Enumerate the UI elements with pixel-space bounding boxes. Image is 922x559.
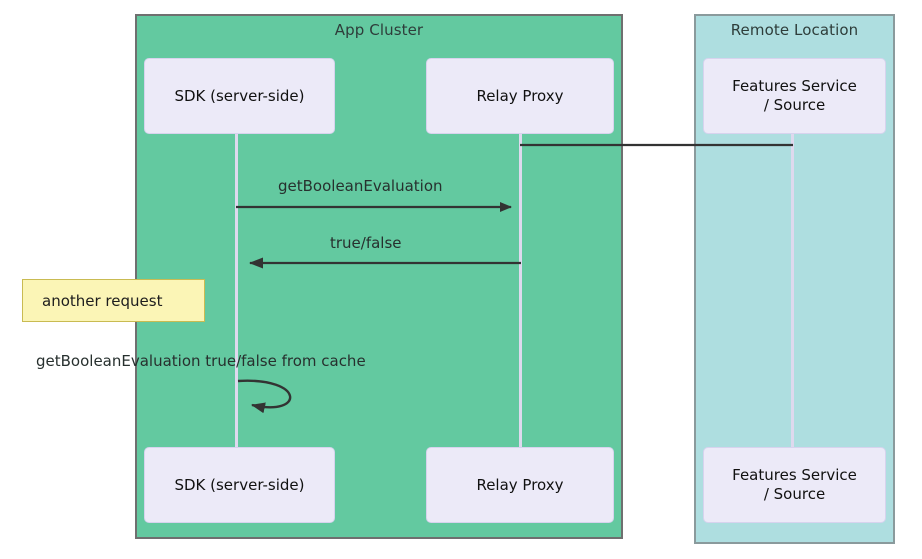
note-another-request: another request	[22, 279, 205, 322]
lifeline-sdk	[235, 133, 238, 453]
note-another-request-text: another request	[42, 291, 163, 310]
participant-features-service-top-label-line1: Features Service	[732, 77, 857, 96]
participant-features-service-top[interactable]: Features Service / Source	[703, 58, 886, 134]
participant-sdk-top[interactable]: SDK (server-side)	[144, 58, 335, 134]
label-cache-self-call: getBooleanEvaluation true/false from cac…	[36, 352, 366, 370]
group-app-cluster-label: App Cluster	[334, 21, 424, 39]
participant-features-service-bottom-label-line2: / Source	[763, 485, 826, 503]
participant-features-service-bottom-label-line1: Features Service	[732, 466, 857, 485]
participant-relay-proxy-top-label: Relay Proxy	[476, 86, 564, 105]
participant-features-service-top-label-line2: / Source	[763, 96, 826, 114]
participant-relay-proxy-bottom[interactable]: Relay Proxy	[426, 447, 614, 523]
participant-relay-proxy-bottom-label: Relay Proxy	[476, 475, 564, 494]
label-get-boolean-evaluation: getBooleanEvaluation	[278, 177, 443, 195]
participant-sdk-top-label: SDK (server-side)	[174, 86, 305, 105]
participant-sdk-bottom[interactable]: SDK (server-side)	[144, 447, 335, 523]
participant-features-service-bottom[interactable]: Features Service / Source	[703, 447, 886, 523]
participant-relay-proxy-top[interactable]: Relay Proxy	[426, 58, 614, 134]
lifeline-features-service	[791, 133, 794, 453]
group-remote-location-label: Remote Location	[730, 21, 859, 39]
participant-sdk-bottom-label: SDK (server-side)	[174, 475, 305, 494]
lifeline-relay-proxy	[519, 133, 522, 453]
label-true-false: true/false	[330, 234, 402, 252]
